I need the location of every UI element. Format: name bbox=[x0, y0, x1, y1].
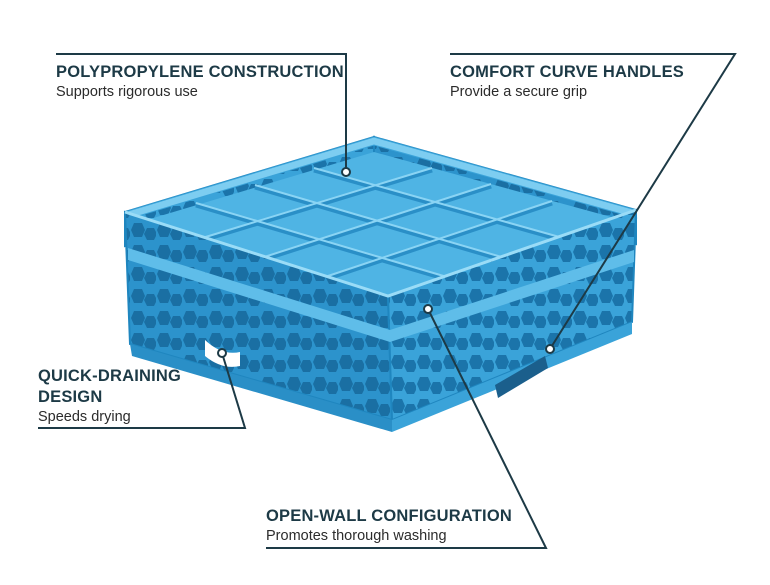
rack-extender-band-left bbox=[128, 248, 390, 342]
callout-draining-title-line1: QUICK-DRAINING bbox=[38, 367, 182, 385]
callout-open-wall: OPEN-WALL CONFIGURATION Promotes thoroug… bbox=[266, 506, 586, 545]
callout-draining-title-line2: DESIGN bbox=[38, 388, 103, 406]
callout-comfort-handles: COMFORT CURVE HANDLES Provide a secure g… bbox=[450, 62, 750, 101]
handle-cutout-right bbox=[495, 356, 548, 398]
compartment-divider-tops bbox=[195, 167, 564, 280]
callout-draining-subtitle: Speeds drying bbox=[38, 409, 131, 425]
dish-rack bbox=[123, 135, 638, 432]
callout-quick-draining: QUICK-DRAINING DESIGN Speeds drying bbox=[38, 366, 208, 426]
callout-polypropylene-title: POLYPROPYLENE CONSTRUCTION bbox=[56, 63, 344, 81]
compartment-dividers bbox=[195, 167, 564, 284]
callout-comfort-subtitle: Provide a secure grip bbox=[450, 84, 588, 100]
rack-extender-band-right bbox=[390, 250, 634, 342]
leader-draining bbox=[38, 352, 247, 429]
callout-open-wall-subtitle: Promotes thorough washing bbox=[266, 528, 447, 544]
leader-polypropylene bbox=[56, 53, 347, 172]
callout-polypropylene: POLYPROPYLENE CONSTRUCTION Supports rigo… bbox=[56, 62, 356, 101]
leader-open-wall bbox=[266, 308, 548, 549]
callout-polypropylene-subtitle: Supports rigorous use bbox=[56, 84, 198, 100]
callout-open-wall-title: OPEN-WALL CONFIGURATION bbox=[266, 507, 512, 525]
callout-leader-lines bbox=[38, 53, 737, 549]
leader-comfort bbox=[450, 53, 737, 350]
rack-base-left bbox=[130, 344, 392, 432]
callout-comfort-title: COMFORT CURVE HANDLES bbox=[450, 63, 684, 81]
callout-anchor-dots bbox=[217, 167, 555, 358]
